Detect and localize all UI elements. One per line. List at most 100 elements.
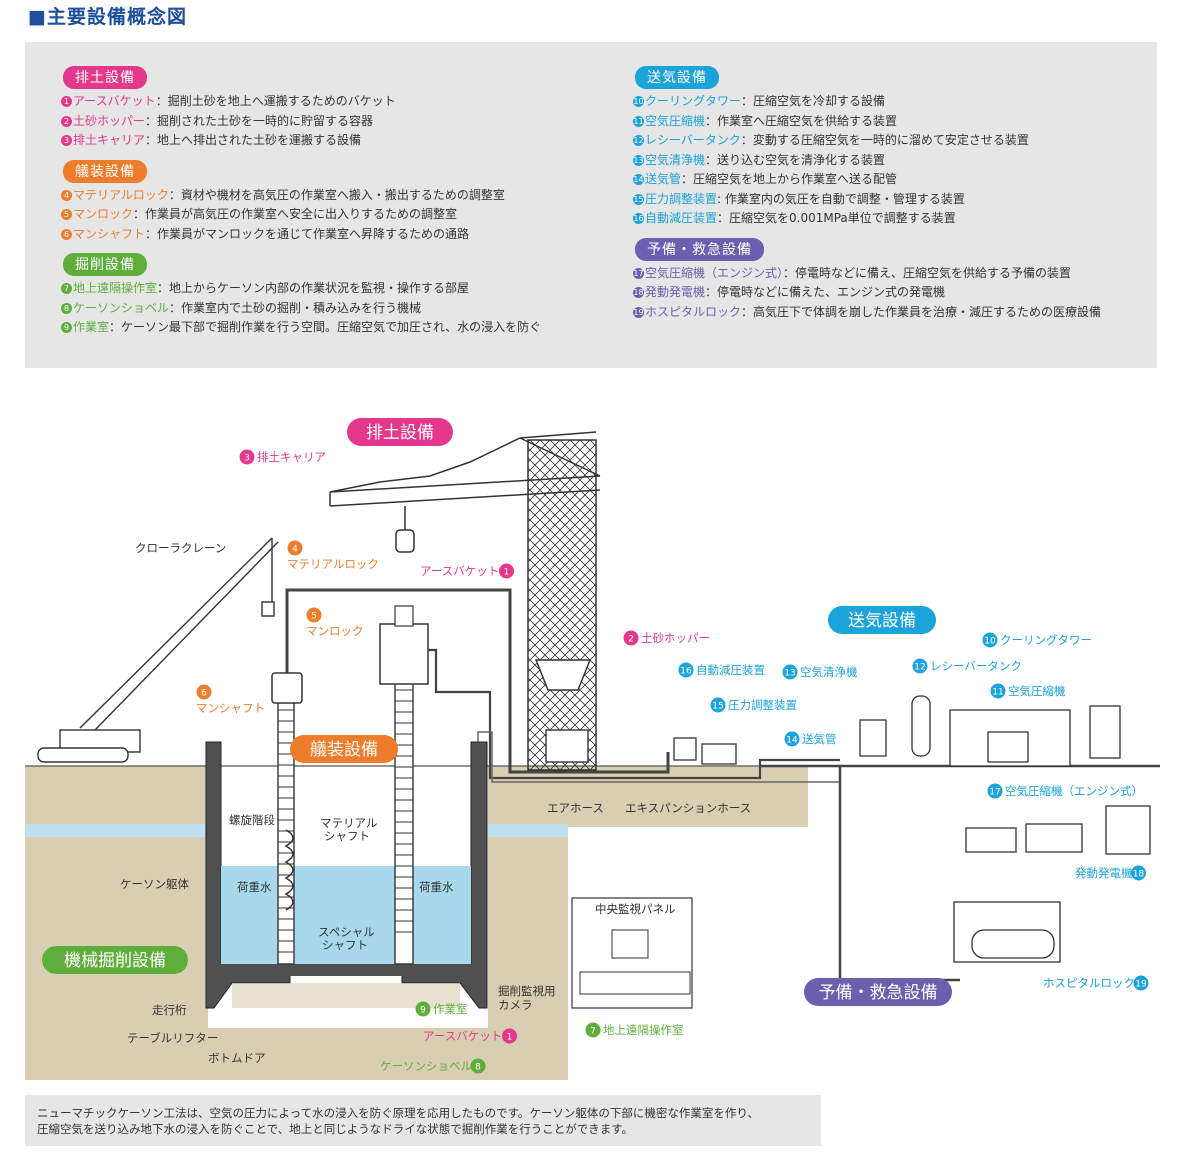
diagram-label-panel: 中央監視パネル (595, 902, 676, 916)
diagram-label-table: テーブルリフター (127, 1031, 218, 1045)
diagram-number-badge (623, 630, 639, 646)
diagram-label-l18: 発動発電機 (1075, 866, 1133, 880)
diagram-number-badge (306, 607, 322, 623)
legend-item-name: 排土キャリア (73, 133, 146, 147)
legend-item-name: マンロック (73, 207, 134, 221)
legend-item-number: 6 (61, 228, 72, 240)
legend-item-number: 3 (61, 135, 72, 146)
legend-item-16: 16自動減圧装置：圧縮空気を0.001MPa単位で調整する装置 (633, 209, 1101, 229)
generator (1025, 823, 1083, 853)
diagram-number-badge (287, 540, 303, 556)
man-shaft (277, 701, 295, 965)
diagram-label-l3: 排土キャリア (257, 450, 326, 464)
diagram-label-l15: 圧力調整装置 (728, 698, 797, 712)
legend-item-number: 15 (633, 193, 644, 205)
legend-item-number: 4 (61, 189, 72, 201)
diagram-label-l1b: アースバケット (423, 1029, 502, 1043)
legend-item-name: ホスピタルロック (645, 304, 742, 319)
legend-item-name: 空気圧縮機 (645, 113, 706, 128)
diagram-number: 6 (201, 689, 207, 699)
diagram-number-badge (678, 662, 694, 678)
legend-item-number: 18 (633, 287, 644, 298)
diagram-number: 2 (628, 635, 634, 645)
legend-item-description: ：圧縮空気を冷却する設備 (741, 94, 886, 108)
ballast-water (221, 866, 471, 964)
diagram-number: 13 (784, 669, 795, 679)
diagram-number-badge (912, 658, 928, 674)
legend-item-description: ：停電時などに備え、圧縮空気を供給する予備の装置 (783, 265, 1072, 280)
legend-item-name: 地上遠隔操作室 (73, 281, 158, 295)
legend-item-name: 発動発電機 (645, 285, 706, 299)
legend-item-name: ケーソンショベル (73, 300, 170, 315)
legend-item-description: ：ケーソン最下部で掘削作業を行う空間。圧縮空気で加圧され、水の浸入を防ぐ (109, 320, 542, 334)
legend-item-name: クーリングタワー (645, 94, 742, 108)
legend-item-description: ：掘削土砂を地上へ運搬するためのバケット (155, 94, 396, 108)
crawler-crane (37, 537, 279, 763)
section-badge-label: 機械掘削設備 (64, 951, 166, 971)
pressure-regulator (701, 743, 737, 765)
monitor-panel (611, 929, 649, 959)
diagram-label-l19: ホスピタルロック (1043, 976, 1135, 990)
generator-building (1105, 805, 1151, 855)
legend-item-number: 5 (61, 209, 72, 220)
legend-item-12: 12レシーバータンク：変動する圧縮空気を一時的に溜めて安定させる装置 (633, 131, 1101, 151)
legend-item-name: アースバケット (73, 94, 156, 108)
diagram-label-water2: 荷重水 (419, 880, 454, 894)
legend-item-name: 空気清浄機 (645, 152, 706, 167)
legend-item-description: ：作業員がマンロックを通じて作業室へ昇降するための通路 (145, 226, 470, 241)
section-badge-haido (347, 418, 453, 446)
diagram-number-badge (982, 632, 998, 648)
legend-item-number: 7 (61, 283, 72, 294)
diagram-number-badge (415, 1001, 431, 1017)
legend-item-description: ：作業室内で土砂の掘削・積み込みを行う機械 (169, 300, 422, 315)
groundwater-left (25, 824, 208, 837)
note-line-2: 圧縮空気を送り込み地下水の浸入を防ぐことで、地上と同じようなドライな状態で掘削作… (37, 1122, 634, 1136)
diagram-label-expansion: エキスパンションホース (625, 801, 751, 815)
diagram-label-camera2: カメラ (498, 998, 533, 1012)
diagram-number: 17 (989, 788, 1000, 798)
material-lock-top (394, 605, 414, 627)
air-pipe-3 (477, 731, 840, 783)
desk (579, 971, 691, 995)
legend-item-description: ：地上からケーソン内部の作業状況を監視・操作する部屋 (157, 281, 470, 295)
diagram-label-special2: シャフト (322, 938, 368, 952)
auto-decompression-unit (673, 737, 697, 761)
diagram-label-l8: ケーソンショベル (380, 1059, 472, 1073)
legend-item-name: マテリアルロック (73, 187, 169, 202)
section-badge-label: 排土設備 (366, 423, 434, 443)
section-badge-label: 艤装設備 (310, 740, 378, 760)
hospital-lock (971, 929, 1055, 959)
caisson-slab (221, 964, 471, 976)
diagram-number-badge (987, 783, 1003, 799)
diagram-label-l12: レシーバータンク (930, 659, 1022, 673)
legend-item-description: : 作業室内の気圧を自動で調整・管理する装置 (717, 191, 965, 206)
diagram-number: 14 (786, 736, 798, 746)
man-lock (271, 672, 303, 704)
legend-item-name: 作業室 (73, 320, 110, 334)
air-pipe-2 (428, 648, 840, 780)
diagram-label-matshaft1: マテリアル (320, 816, 377, 830)
soil-under (208, 1028, 490, 1080)
legend-item-14: 14送気管：圧縮空気を地上から作業室へ送る配管 (633, 170, 1101, 190)
legend-item-description: ：圧縮空気を0.001MPa単位で調整する装置 (717, 211, 956, 225)
legend-item-number: 19 (633, 306, 644, 318)
legend-item-name: 送気管 (645, 172, 682, 186)
legend-group-header: 排土設備 (63, 66, 147, 89)
diagram-label-rail: 走行桁 (152, 1003, 187, 1017)
diagram-label-spiral: 螺旋階段 (229, 813, 275, 827)
legend-item-18: 18発動発電機：停電時などに備えた、エンジン式の発電機 (633, 283, 1101, 303)
legend-item-description: ：高気圧下で体調を崩した作業員を治療・減圧するための医療設備 (741, 304, 1102, 319)
diagram-label-caisson: ケーソン躯体 (120, 877, 189, 891)
legend-item-description: ：停電時などに備えた、エンジン式の発電機 (705, 285, 946, 299)
material-lock (379, 623, 429, 685)
diagram-number-badge (239, 449, 255, 465)
diagram-number: 1 (507, 1033, 513, 1043)
